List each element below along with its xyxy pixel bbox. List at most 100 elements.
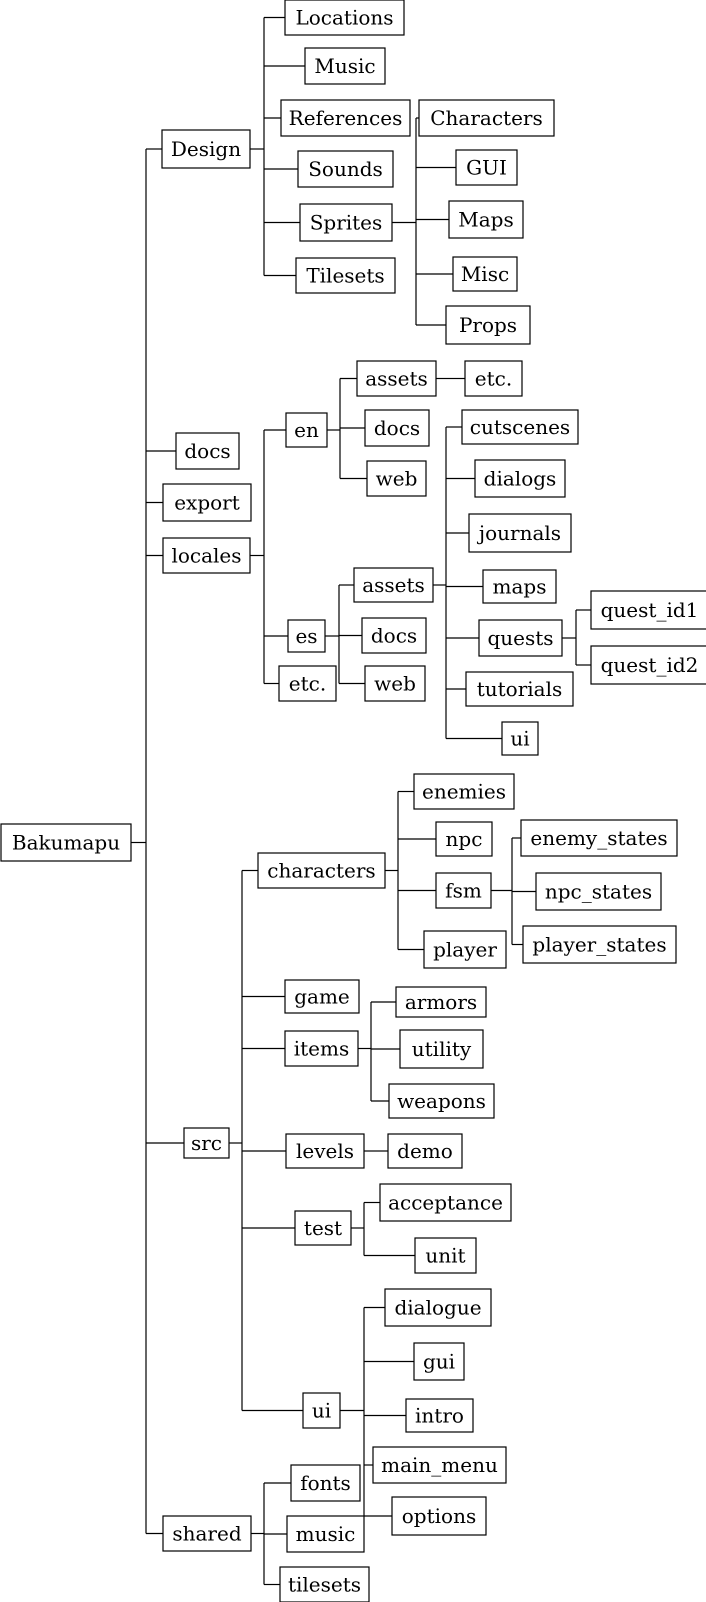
node-box [435, 821, 493, 857]
node-box [290, 1464, 361, 1502]
node-label: main_menu [381, 1453, 498, 1477]
node-box [162, 537, 251, 574]
node-box [364, 409, 430, 447]
tree-node-quest-id1: quest_id1 [590, 590, 706, 630]
node-box [302, 1392, 341, 1429]
node-label: characters [267, 859, 375, 883]
tree-node-sprites-props: Props [445, 305, 531, 345]
tree-node-src-ui: ui [302, 1392, 341, 1429]
node-label: journals [477, 521, 561, 545]
tree-node-src-test: test [294, 1210, 352, 1246]
node-label: dialogs [484, 467, 557, 491]
tree-node-es-assets: assets [353, 567, 434, 603]
node-label: Tilesets [306, 264, 384, 288]
node-box [391, 1496, 487, 1536]
node-box [284, 0, 405, 36]
tree-node-en-assets: assets [356, 360, 437, 397]
node-box [295, 257, 396, 294]
tree-node-es-dialogs: dialogs [474, 459, 566, 498]
node-box [379, 1183, 512, 1222]
tree-node-design: Design [161, 129, 251, 169]
node-box [162, 1515, 252, 1552]
node-label: locales [171, 544, 241, 568]
node-box [445, 305, 531, 345]
node-label: utility [412, 1037, 472, 1061]
tree-node-design-tilesets: Tilesets [295, 257, 396, 294]
node-label: music [296, 1522, 356, 1546]
node-box [0, 823, 132, 862]
tree-node-design-sprites: Sprites [299, 203, 393, 242]
node-label: enemies [422, 780, 506, 804]
node-label: ui [510, 727, 529, 751]
tree-node-es-cutscenes: cutscenes [461, 409, 579, 445]
tree-node-locales: locales [162, 537, 251, 574]
node-box [423, 930, 507, 969]
tree-node-es-quests: quests [478, 619, 563, 657]
tree-node-fsm-npc-states: npc_states [535, 872, 662, 911]
node-box [294, 1210, 352, 1246]
node-box [175, 432, 240, 470]
tree-node-sprites-gui: GUI [455, 149, 518, 186]
tree-node-char-player: player [423, 930, 507, 969]
node-box [384, 1288, 492, 1327]
tree-node-en-assets-etc: etc. [464, 360, 523, 397]
node-label: ui [312, 1399, 331, 1423]
node-box [520, 819, 678, 857]
node-box [399, 1029, 484, 1069]
node-box [413, 1342, 465, 1381]
tree-node-es-web: web [364, 665, 426, 702]
tree-node-ui-gui: gui [413, 1342, 465, 1381]
node-box [364, 665, 426, 702]
tree-node-locales-en: en [285, 412, 328, 448]
node-box [455, 149, 518, 186]
node-label: weapons [397, 1089, 486, 1113]
node-label: demo [397, 1139, 453, 1163]
node-box [361, 617, 427, 654]
tree-node-shared-music: music [286, 1515, 365, 1553]
node-label: tilesets [288, 1573, 361, 1597]
tree-node-test-acceptance: acceptance [379, 1183, 512, 1222]
tree-node-sprites-maps: Maps [448, 200, 524, 239]
node-label: assets [365, 367, 428, 391]
node-box [395, 986, 487, 1018]
tree-node-ui-main-menu: main_menu [372, 1446, 507, 1484]
node-label: en [294, 418, 319, 442]
node-box [304, 47, 386, 85]
node-box [287, 619, 326, 653]
tree-node-locales-es: es [287, 619, 326, 653]
node-box [286, 1515, 365, 1553]
tree-node-ui-options: options [391, 1496, 487, 1536]
node-box [478, 619, 563, 657]
node-label: tutorials [477, 677, 563, 701]
node-box [285, 1133, 365, 1169]
node-box [356, 360, 437, 397]
node-box [257, 852, 386, 889]
node-box [388, 1083, 495, 1119]
tree-node-en-docs: docs [364, 409, 430, 447]
node-label: enemy_states [530, 826, 667, 850]
node-label: Maps [458, 208, 513, 232]
tree-node-src-levels: levels [285, 1133, 365, 1169]
tree-node-shared: shared [162, 1515, 252, 1552]
node-label: assets [362, 573, 425, 597]
tree-node-char-npc: npc [435, 821, 493, 857]
node-label: Props [459, 313, 517, 337]
node-label: web [376, 467, 418, 491]
node-label: quest_id2 [601, 653, 699, 677]
node-label: Characters [430, 106, 543, 130]
node-box [522, 925, 677, 964]
node-box [590, 645, 706, 685]
tree-node-export: export [162, 483, 252, 522]
node-label: levels [296, 1139, 354, 1163]
tree-node-items-utility: utility [399, 1029, 484, 1069]
tree-node-es-docs: docs [361, 617, 427, 654]
node-label: web [374, 672, 416, 696]
tree-node-design-locations: Locations [284, 0, 405, 36]
node-box [387, 1133, 463, 1169]
node-box [297, 150, 394, 188]
node-label: acceptance [388, 1191, 503, 1215]
node-box [468, 513, 572, 553]
node-label: Music [314, 54, 375, 78]
node-box [353, 567, 434, 603]
node-label: gui [423, 1350, 455, 1374]
